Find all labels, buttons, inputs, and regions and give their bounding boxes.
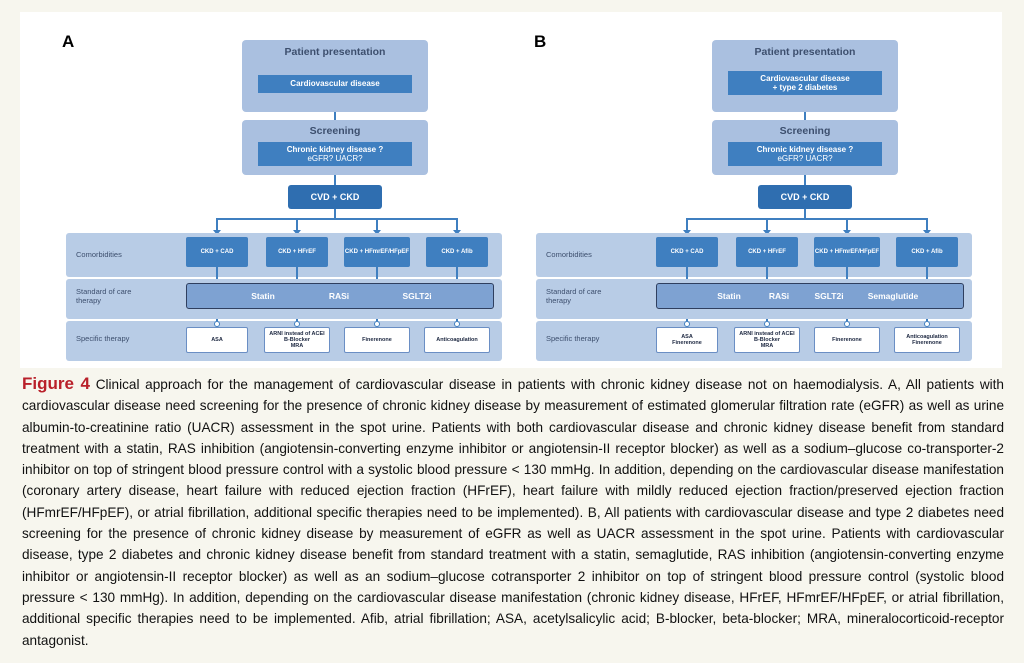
- screening-title: Screening: [779, 125, 831, 137]
- soc-sglt2i: SGLT2i: [402, 291, 432, 301]
- row-label-comorbidities: Comorbidities: [76, 250, 122, 259]
- connector: [804, 175, 806, 185]
- branch-line: [686, 218, 926, 220]
- branch-line: [216, 218, 456, 220]
- specific-arni: ARNI instead of ACEI B-Blocker MRA: [734, 327, 800, 353]
- soc-sglt2i: SGLT2i: [814, 291, 844, 301]
- branch-drop: [926, 218, 928, 232]
- arrow-down-icon: [843, 230, 851, 235]
- presentation-condition: Cardiovascular disease + type 2 diabetes: [728, 71, 882, 95]
- row-label-specific: Specific therapy: [76, 334, 130, 343]
- comorbidity-cad: CKD + CAD: [656, 237, 718, 267]
- comorbidity-hfref: CKD + HFrEF: [266, 237, 328, 267]
- branch-drop: [846, 218, 848, 232]
- specific-finerenone: Finerenone: [814, 327, 880, 353]
- branch-drop: [376, 218, 378, 232]
- row-label-specific: Specific therapy: [546, 334, 600, 343]
- panel-b: B Patient presentation Cardiovascular di…: [490, 12, 972, 368]
- connector: [334, 175, 336, 185]
- node-dot: [294, 321, 300, 327]
- soc-box: Statin RASi SGLT2i: [186, 283, 494, 309]
- specific-anticoagulation: Anticoagulation: [424, 327, 490, 353]
- caption-text: Clinical approach for the management of …: [22, 377, 1004, 648]
- soc-rasi: RASi: [328, 291, 350, 301]
- screening-line-1: Chronic kidney disease ?: [756, 144, 854, 154]
- comorbidity-afib: CKD + Afib: [426, 237, 488, 267]
- soc-box: Statin RASi SGLT2i Semaglutide: [656, 283, 964, 309]
- arrow-down-icon: [683, 230, 691, 235]
- specific-anticoagulation-finerenone: Anticoagulation Finerenone: [894, 327, 960, 353]
- connector: [804, 112, 806, 120]
- soc-semaglutide: Semaglutide: [867, 291, 919, 301]
- cvd-ckd-hub: CVD + CKD: [288, 185, 382, 209]
- arrow-down-icon: [453, 230, 461, 235]
- presentation-line-2: + type 2 diabetes: [772, 83, 838, 92]
- screening-line-2: eGFR? UACR?: [777, 154, 833, 163]
- arrow-down-icon: [293, 230, 301, 235]
- presentation-title: Patient presentation: [284, 46, 386, 58]
- node-dot: [214, 321, 220, 327]
- node-dot: [684, 321, 690, 327]
- comorbidity-hfref: CKD + HFrEF: [736, 237, 798, 267]
- presentation-title: Patient presentation: [754, 46, 856, 58]
- figure-caption: Figure 4 Clinical approach for the manag…: [22, 373, 1004, 651]
- screening-box: Screening Chronic kidney disease ? eGFR?…: [712, 120, 898, 175]
- panel-a: A Patient presentation Cardiovascular di…: [20, 12, 502, 368]
- comorbidity-hfmref-hfpef: CKD + HFmrEF/HFpEF: [344, 237, 410, 267]
- cvd-ckd-hub: CVD + CKD: [758, 185, 852, 209]
- specific-finerenone: Finerenone: [344, 327, 410, 353]
- arrow-down-icon: [213, 230, 221, 235]
- branch-drop: [686, 218, 688, 232]
- node-dot: [454, 321, 460, 327]
- screening-question: Chronic kidney disease ? eGFR? UACR?: [728, 142, 882, 166]
- row-label-comorbidities: Comorbidities: [546, 250, 592, 259]
- arrow-down-icon: [373, 230, 381, 235]
- branch-drop: [216, 218, 218, 232]
- node-dot: [764, 321, 770, 327]
- soc-statin: Statin: [251, 291, 275, 301]
- specific-asa-finerenone: ASA Finerenone: [656, 327, 718, 353]
- row-label-soc: Standard of care therapy: [76, 287, 132, 305]
- arrow-down-icon: [763, 230, 771, 235]
- connector: [334, 209, 336, 219]
- comorbidity-cad: CKD + CAD: [186, 237, 248, 267]
- presentation-box: Patient presentation Cardiovascular dise…: [712, 40, 898, 112]
- soc-statin: Statin: [717, 291, 741, 301]
- branch-drop: [766, 218, 768, 232]
- panel-letter: A: [62, 32, 75, 51]
- presentation-box: Patient presentation Cardiovascular dise…: [242, 40, 428, 112]
- screening-box: Screening Chronic kidney disease ? eGFR?…: [242, 120, 428, 175]
- figure-label: Figure 4: [22, 374, 91, 393]
- connector: [804, 209, 806, 219]
- comorbidity-hfmref-hfpef: CKD + HFmrEF/HFpEF: [814, 237, 880, 267]
- branch-drop: [296, 218, 298, 232]
- screening-line-2: eGFR? UACR?: [307, 154, 363, 163]
- specific-arni: ARNI instead of ACEI B-Blocker MRA: [264, 327, 330, 353]
- node-dot: [924, 321, 930, 327]
- row-label-soc: Standard of care therapy: [546, 287, 602, 305]
- specific-asa: ASA: [186, 327, 248, 353]
- screening-title: Screening: [309, 125, 361, 137]
- node-dot: [844, 321, 850, 327]
- presentation-line-1: Cardiovascular disease: [760, 73, 850, 83]
- figure-area: A Patient presentation Cardiovascular di…: [20, 12, 1002, 368]
- presentation-line-1: Cardiovascular disease: [290, 79, 380, 89]
- node-dot: [374, 321, 380, 327]
- presentation-condition: Cardiovascular disease: [258, 75, 412, 93]
- comorbidity-afib: CKD + Afib: [896, 237, 958, 267]
- panel-letter: B: [534, 32, 547, 51]
- connector: [334, 112, 336, 120]
- branch-drop: [456, 218, 458, 232]
- screening-line-1: Chronic kidney disease ?: [286, 144, 384, 154]
- arrow-down-icon: [923, 230, 931, 235]
- soc-rasi: RASi: [768, 291, 790, 301]
- screening-question: Chronic kidney disease ? eGFR? UACR?: [258, 142, 412, 166]
